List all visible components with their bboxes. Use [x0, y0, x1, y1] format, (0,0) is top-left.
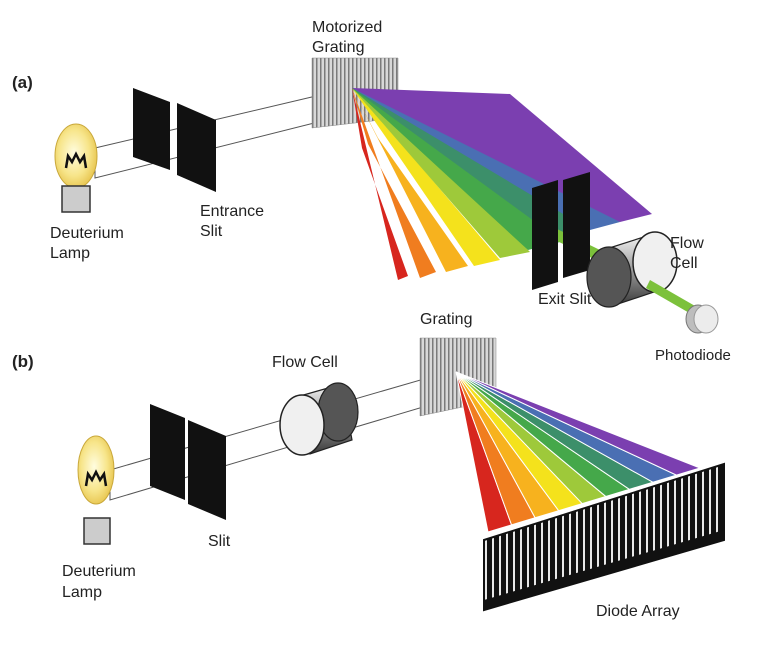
panel-a-spectrum-band	[352, 88, 560, 250]
panel-a-flow-cell-label-2: Cell	[670, 255, 698, 272]
panel-a-photodiode-label: Photodiode	[655, 347, 731, 364]
panel-a-output-beam	[646, 280, 702, 318]
panel-a-tag: (a)	[12, 73, 33, 92]
panel-b-diode-array-label: Diode Array	[596, 603, 680, 620]
panel-b-diode-array	[483, 462, 725, 612]
panel-b-slit-label: Slit	[208, 533, 231, 550]
panel-b-spectrum-fan	[455, 371, 702, 533]
panel-b-deuterium-lamp	[77, 435, 115, 545]
panel-b-slit	[150, 404, 226, 520]
panel-b-grating-label: Grating	[420, 311, 472, 328]
panel-a-grating-label-2: Grating	[312, 39, 364, 56]
panel-a-entrance-slit	[133, 88, 216, 192]
panel-a-exit-slit-label: Exit Slit	[538, 291, 592, 308]
panel-b-flow-cell-label: Flow Cell	[272, 354, 338, 371]
panel-a-spectrum-band	[352, 88, 408, 280]
panel-a-photodiode	[685, 304, 719, 334]
panel-a-entrance-slit-label-1: Entrance	[200, 203, 264, 220]
panel-b-tag: (b)	[12, 352, 34, 371]
panel-a-spectrum-band	[352, 88, 468, 272]
panel-a-lamp-label-1: Deuterium	[50, 225, 124, 242]
panel-a-grating-label-1: Motorized	[312, 19, 382, 36]
panel-a-flow-cell	[586, 231, 678, 308]
panel-a-spectrum-band	[352, 88, 590, 240]
panel-a-entrance-slit-label-2: Slit	[200, 223, 223, 240]
panel-a: (a) Motorized Grating	[12, 19, 731, 364]
panel-a-spectrum-band	[352, 88, 500, 266]
panel-b-lamp-label-2: Lamp	[62, 584, 102, 601]
panel-b-spectrum-band	[455, 371, 702, 476]
panel-a-spectrum-band	[352, 88, 436, 278]
panel-a-deuterium-lamp	[54, 123, 98, 213]
panel-b-flow-cell	[279, 382, 359, 456]
panel-a-spectrum-band	[352, 88, 530, 258]
panel-a-exit-slit	[532, 172, 590, 290]
panel-a-lamp-label-2: Lamp	[50, 245, 90, 262]
panel-a-flow-cell-label-1: Flow	[670, 235, 704, 252]
panel-b-lamp-label-1: Deuterium	[62, 563, 136, 580]
panel-b: (b) Grating Flow Cell Slit Dio	[12, 311, 725, 620]
